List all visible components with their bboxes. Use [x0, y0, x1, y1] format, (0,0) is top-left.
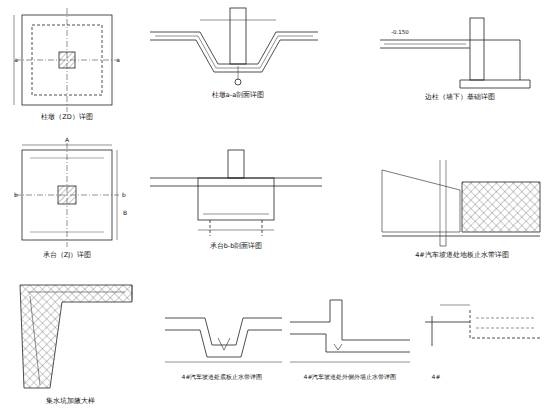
drawing-title: 承台b-b剖面详图 [210, 243, 263, 250]
cap-plan [15, 143, 119, 247]
drawing-title: 柱墩（ZD）详图 [41, 114, 92, 121]
section-mark: b [14, 192, 18, 198]
pier-plan [14, 8, 119, 112]
dimension-label: A [65, 137, 69, 143]
drawing-title: 柱墩a-a剖面详图 [212, 92, 264, 99]
dimension-label: B [123, 210, 127, 216]
wall-waterstop-section [290, 300, 410, 362]
section-mark: a [14, 57, 18, 63]
cap-section [150, 150, 322, 236]
pier-section [150, 8, 318, 85]
drawing-title: 4#汽车坡道处地板止水带详图 [415, 252, 509, 259]
section-mark: b [122, 192, 126, 198]
drawing-title: 集水坑加腋大样 [46, 398, 95, 405]
elevation-label: -0.150 [391, 30, 409, 36]
drawing-title: 4#汽车坡道处底板止水带详图 [182, 374, 263, 380]
floor-waterstop-section [165, 318, 282, 362]
drawing-title: 边柱（墙下）基础详图 [425, 94, 495, 101]
ramp-slab-section [382, 160, 540, 246]
partial-detail [425, 305, 540, 346]
drawing-title: 4#汽车坡道处外侧外墙止水带详图 [304, 374, 397, 380]
drawing-title: 4# [432, 374, 441, 380]
edge-footing-section [380, 18, 530, 88]
drawing-title: 承台（ZJ）详图 [43, 252, 91, 259]
section-mark: a [116, 57, 120, 63]
sump-haunch-section [20, 285, 132, 388]
